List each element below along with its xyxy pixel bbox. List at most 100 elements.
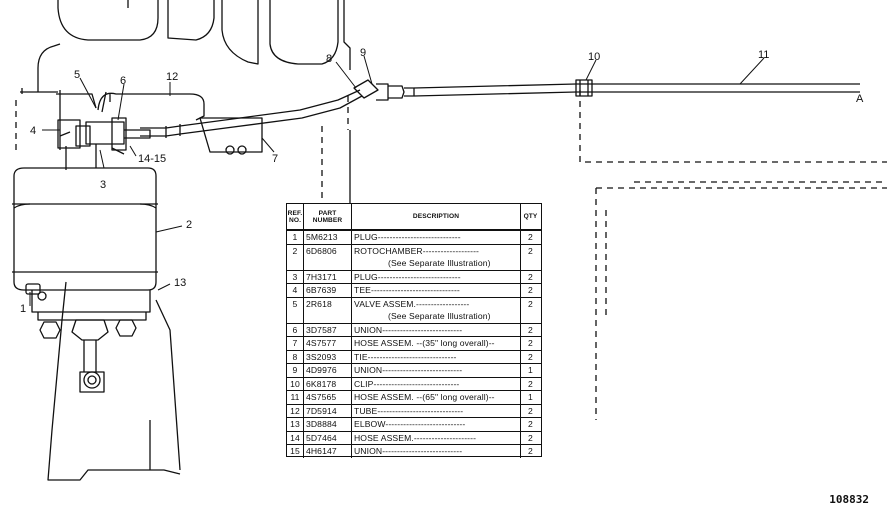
leader-lines	[29, 55, 765, 306]
description-text: VALVE ASSEM.------------------	[354, 298, 470, 309]
ref-cell: 8	[287, 350, 304, 363]
description-text: UNION---------------------------	[354, 324, 463, 335]
ref-cell: 12	[287, 404, 304, 417]
ref-cell: 1	[287, 231, 304, 244]
description-cell: ELBOW---------------------------	[352, 418, 521, 431]
description-cell: TIE------------------------------	[352, 350, 521, 363]
description-text: UNION---------------------------	[354, 365, 463, 375]
hose-assembly	[140, 89, 363, 155]
part-number-cell: 3D8884	[304, 418, 352, 431]
qty-cell: 2	[528, 351, 533, 362]
ref-cell: 9	[287, 364, 304, 377]
dashed-outline	[15, 90, 887, 420]
description-text: ROTOCHAMBER-------------------	[354, 245, 480, 256]
description-cell: HOSE ASSEM. --(35" long overall)--	[352, 337, 521, 350]
callout-7: 7	[272, 153, 278, 165]
callout-A: A	[856, 93, 864, 105]
qty-cell: 2	[528, 446, 533, 456]
part-number-cell: 4S7577	[304, 337, 352, 350]
callout-8: 8	[326, 53, 332, 65]
description-text: ELBOW---------------------------	[354, 419, 466, 429]
description-text: TEE------------------------------	[354, 285, 460, 295]
part-number-cell: 6K8178	[304, 377, 352, 390]
qty-cell: 2	[528, 432, 533, 443]
header-ref-no: REF. NO.	[287, 204, 304, 229]
header-qty: QTY	[523, 213, 538, 220]
part-number-cell: 4S7565	[304, 391, 352, 404]
qty-cell: 2	[528, 419, 533, 429]
description-cell: PLUG----------------------------	[352, 231, 521, 244]
part-number-cell: 6D6806	[304, 244, 352, 270]
ref-cell: 11	[287, 391, 304, 404]
callout-10: 10	[588, 51, 600, 63]
ref-cell: 7	[287, 337, 304, 350]
part-number-cell: 6B7639	[304, 284, 352, 297]
ref-cell: 5	[287, 297, 304, 323]
description-text: HOSE ASSEM.---------------------	[354, 432, 477, 443]
part-number-cell: 7D5914	[304, 404, 352, 417]
ref-cell: 6	[287, 323, 304, 336]
description-note: (See Separate Illustration)	[388, 258, 491, 268]
qty-cell: 2	[528, 232, 533, 242]
part-number-cell: 2R618	[304, 297, 352, 323]
description-text: HOSE ASSEM. --(35" long overall)--	[354, 338, 495, 348]
tube	[97, 91, 205, 121]
callout-9: 9	[360, 47, 366, 59]
long-hose	[413, 79, 860, 97]
header-description: DESCRIPTION	[352, 204, 521, 229]
part-number-cell: 3D7587	[304, 323, 352, 336]
qty-cell: 2	[528, 271, 533, 282]
valve-assembly	[57, 117, 151, 170]
qty-cell: 2	[528, 338, 533, 348]
callout-4: 4	[30, 125, 36, 137]
ref-cell: 15	[287, 445, 304, 458]
description-cell: TUBE-----------------------------	[352, 404, 521, 417]
description-cell: PLUG----------------------------	[352, 270, 521, 283]
description-text: PLUG----------------------------	[354, 232, 461, 242]
part-number-cell: 7H3171	[304, 270, 352, 283]
ref-cell: 4	[287, 284, 304, 297]
ref-cell: 10	[287, 377, 304, 390]
clevis-assembly	[39, 319, 137, 393]
header-part-number: PART NUMBER	[304, 204, 352, 229]
callout-3: 3	[100, 179, 106, 191]
description-cell: CLIP-----------------------------	[352, 377, 521, 390]
ref-cell: 2	[287, 244, 304, 270]
description-cell: UNION---------------------------	[352, 323, 521, 336]
qty-cell: 2	[528, 245, 533, 256]
ref-cell: 3	[287, 270, 304, 283]
part-number-cell: 4H6147	[304, 445, 352, 458]
union-fitting	[353, 79, 415, 101]
ref-cell: 14	[287, 431, 304, 444]
description-text: TIE------------------------------	[354, 351, 457, 362]
description-cell: TEE------------------------------	[352, 284, 521, 297]
qty-cell: 1	[528, 392, 533, 402]
description-text: UNION---------------------------	[354, 446, 463, 456]
qty-cell: 1	[528, 365, 533, 375]
description-note: (See Separate Illustration)	[388, 311, 491, 321]
rotochamber	[12, 167, 158, 321]
frame-outline	[20, 0, 351, 481]
qty-cell: 2	[528, 285, 533, 295]
qty-cell: 2	[528, 298, 533, 309]
qty-cell: 2	[528, 324, 533, 335]
callout-6: 6	[120, 75, 126, 87]
description-cell: UNION---------------------------	[352, 364, 521, 377]
description-text: PLUG----------------------------	[354, 271, 461, 282]
description-cell: HOSE ASSEM.---------------------	[352, 431, 521, 444]
qty-cell: 2	[528, 378, 533, 389]
